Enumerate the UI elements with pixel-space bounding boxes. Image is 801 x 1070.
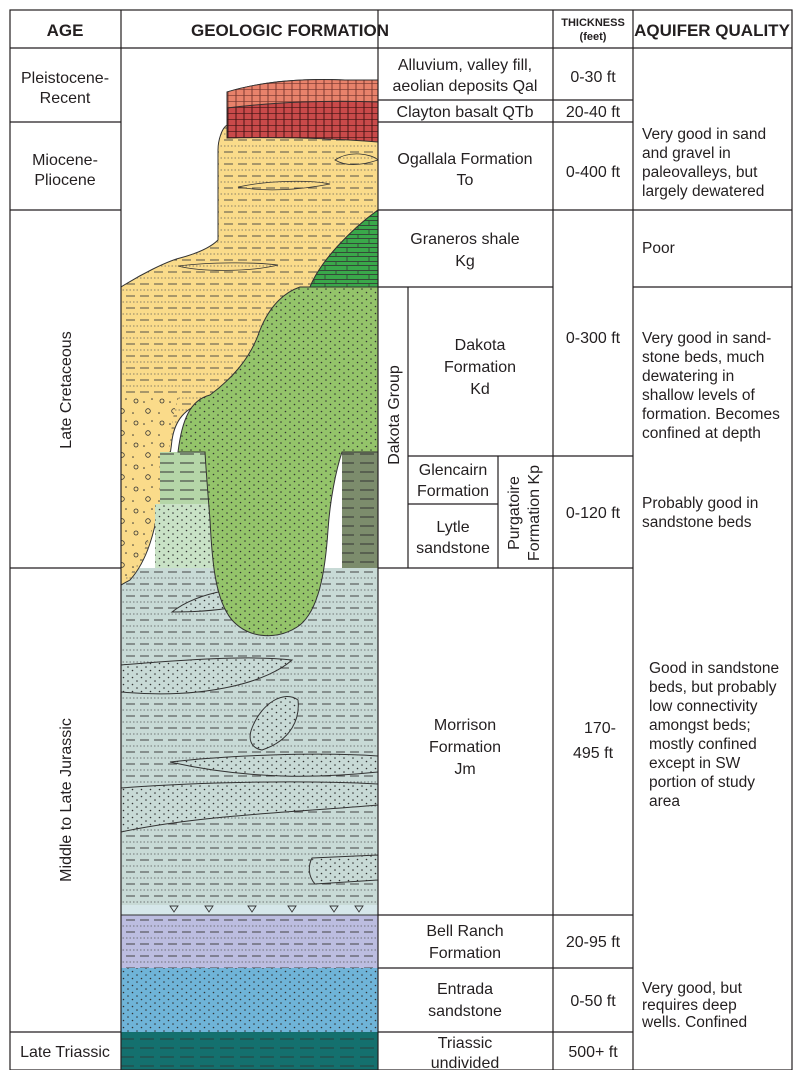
thickness-dakota: 0-300 ft	[566, 330, 621, 347]
aquifer-text-line: Very good, but	[642, 980, 743, 997]
formation-entrada: sandstone	[428, 1003, 502, 1020]
formation-alluvium: aeolian deposits Qal	[393, 78, 538, 95]
formation-lytle: Lytle	[436, 519, 469, 536]
thickness-entrada: 0-50 ft	[570, 993, 616, 1010]
formation-ogallala: To	[457, 172, 474, 189]
thickness-morrison: 170-	[584, 720, 616, 737]
formation-morrison: Jm	[454, 761, 475, 778]
aquifer-text-line: confined at depth	[642, 425, 761, 442]
aquifer-ogallala: Very good in sand and gravel in paleovalle…	[642, 126, 766, 200]
age-miocene-pliocene: Pliocene	[34, 172, 95, 189]
aquifer-column: Very good in sand and gravel in paleovalle…	[641, 126, 780, 1031]
aquifer-text-line: Very good in sand-	[642, 330, 771, 347]
age-pleistocene-recent: Pleistocene-	[21, 70, 109, 87]
formation-purgatoire: Purgatoire	[506, 476, 523, 550]
formation-triassic: Triassic	[438, 1035, 493, 1052]
age-late-cretaceous: Late Cretaceous	[58, 331, 75, 448]
header-thickness: THICKNESS	[561, 17, 625, 29]
aquifer-graneros: Poor	[642, 240, 675, 257]
thickness-bell-ranch: 20-95 ft	[566, 934, 621, 951]
thickness-clayton: 20-40 ft	[566, 104, 621, 121]
age-late-triassic: Late Triassic	[20, 1044, 110, 1061]
aquifer-purgatoire: Probably good in sandstone beds	[642, 495, 758, 531]
formation-dakota: Formation	[444, 359, 516, 376]
aquifer-text-line: paleovalleys, but	[642, 164, 758, 181]
aquifer-morrison: Good in sandstone beds, but probably low c…	[649, 660, 779, 810]
formation-entrada: Entrada	[437, 981, 493, 998]
aquifer-text-line: portion of study	[649, 774, 755, 791]
header-thickness-unit: (feet)	[580, 31, 607, 43]
aquifer-text-line: shallow levels of	[642, 387, 756, 404]
aquifer-text-line: Probably good in	[642, 495, 758, 512]
formation-column: Alluvium, valley fill, aeolian deposits …	[386, 57, 543, 1070]
aquifer-text-line: low connectivity	[649, 698, 758, 715]
aquifer-text-line: sandstone beds	[642, 514, 752, 531]
aquifer-text-line: area	[649, 793, 680, 810]
aquifer-text-line: and gravel in	[642, 145, 731, 162]
aquifer-text-line: beds, but probably	[649, 679, 777, 696]
age-middle-late-jurassic: Middle to Late Jurassic	[58, 718, 75, 882]
formation-bell-ranch: Formation	[429, 945, 501, 962]
aquifer-text-line: mostly confined	[649, 736, 757, 753]
formation-purgatoire: Formation Kp	[526, 465, 543, 561]
aquifer-text-line: Good in sandstone	[649, 660, 779, 677]
formation-graneros: Kg	[455, 253, 475, 270]
formation-dakota: Dakota	[455, 337, 506, 354]
formation-morrison: Formation	[429, 739, 501, 756]
age-pleistocene-recent: Recent	[40, 90, 91, 107]
age-miocene-pliocene: Miocene-	[32, 152, 98, 169]
header-aquifer: AQUIFER QUALITY	[634, 21, 790, 40]
table-header: AGE GEOLOGIC FORMATION THICKNESS (feet) …	[47, 17, 791, 43]
aquifer-dakota: Very good in sand-stone beds, much dewate…	[642, 330, 780, 442]
thickness-column: 0-30 ft 20-40 ft 0-400 ft 0-300 ft 0-120…	[566, 69, 621, 1061]
aquifer-text-line: Very good in sand	[642, 126, 766, 143]
formation-lytle: sandstone	[416, 540, 490, 557]
aquifer-text-line: formation. Becomes	[642, 406, 780, 423]
stratigraphic-column	[121, 80, 378, 1070]
formation-clayton-basalt: Clayton basalt QTb	[397, 104, 534, 121]
formation-morrison: Morrison	[434, 717, 496, 734]
aquifer-text-line: amongst beds;	[649, 717, 751, 734]
aquifer-text-line: requires deep	[642, 997, 737, 1014]
formation-glencairn: Formation	[417, 483, 489, 500]
formation-ogallala: Ogallala Formation	[397, 151, 532, 168]
age-column: Pleistocene- Recent Miocene- Pliocene La…	[20, 70, 110, 1061]
aquifer-text-line: except in SW	[649, 755, 741, 772]
formation-dakota: Kd	[470, 381, 490, 398]
formation-graneros: Graneros shale	[410, 231, 519, 248]
header-formation: GEOLOGIC FORMATION	[191, 21, 389, 40]
header-age: AGE	[47, 21, 84, 40]
thickness-triassic: 500+ ft	[568, 1044, 618, 1061]
thickness-alluvium: 0-30 ft	[570, 69, 616, 86]
thickness-morrison: 495 ft	[573, 745, 614, 762]
formation-bell-ranch: Bell Ranch	[426, 923, 503, 940]
aquifer-text-line: stone beds, much	[642, 349, 764, 366]
aquifer-text-line: Poor	[642, 240, 675, 257]
formation-dakota-group: Dakota Group	[386, 365, 403, 465]
formation-triassic: undivided	[431, 1055, 500, 1070]
formation-glencairn: Glencairn	[419, 462, 487, 479]
aquifer-text-line: wells. Confined	[641, 1014, 747, 1031]
formation-alluvium: Alluvium, valley fill,	[398, 57, 532, 74]
thickness-ogallala: 0-400 ft	[566, 164, 621, 181]
thickness-purgatoire: 0-120 ft	[566, 505, 621, 522]
aquifer-text-line: dewatering in	[642, 368, 734, 385]
aquifer-text-line: largely dewatered	[642, 183, 764, 200]
